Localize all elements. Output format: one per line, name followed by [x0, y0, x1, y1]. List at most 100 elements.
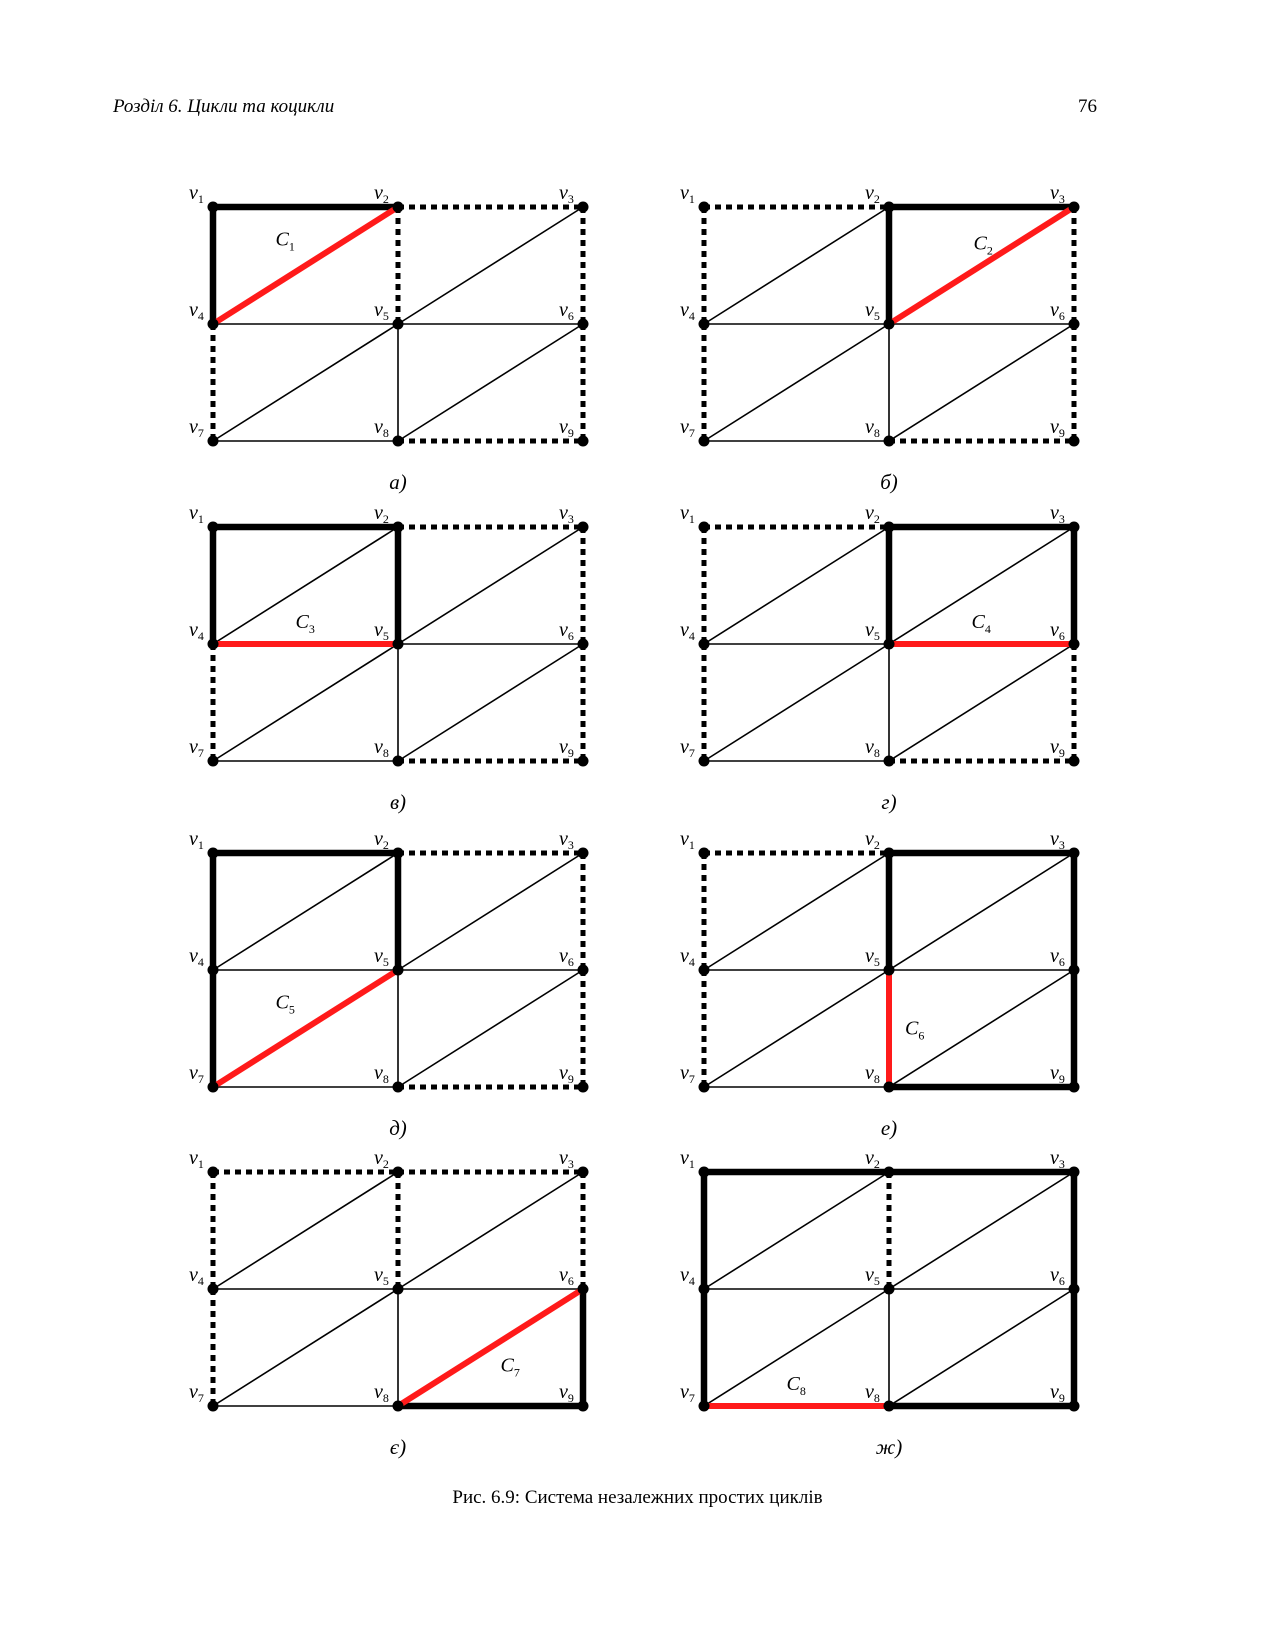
cycle-label: C3: [296, 611, 315, 636]
vertex-label-v1: v1: [189, 502, 204, 526]
panel-label: є): [390, 1435, 406, 1459]
vertex-label-v5: v5: [374, 619, 389, 643]
cycle-label: C8: [787, 1373, 806, 1398]
panel-label: е): [881, 1116, 897, 1140]
thin-edge-v8-v6: [888, 323, 1075, 442]
vertex-dot-v5: [883, 1283, 895, 1295]
vertex-dot-v3: [577, 847, 589, 859]
vertex-dot-v1: [207, 521, 219, 533]
vertex-dot-v2: [392, 201, 404, 213]
vertex-dot-v1: [698, 847, 710, 859]
thin-edge-v4-v2: [212, 852, 399, 971]
cycle-label: C2: [974, 233, 993, 258]
vertex-dot-v7: [207, 755, 219, 767]
vertex-label-v1: v1: [189, 182, 204, 206]
vertex-label-v1: v1: [680, 828, 695, 852]
thin-edge-v5-v3: [397, 526, 584, 645]
thin-edge-v8-v6: [397, 969, 584, 1088]
vertex-dot-v5: [392, 318, 404, 330]
vertex-dot-v8: [883, 1400, 895, 1412]
thin-edge-v7-v5: [212, 643, 399, 762]
vertex-label-v4: v4: [680, 619, 695, 643]
vertex-dot-v5: [392, 1283, 404, 1295]
vertex-label-v9: v9: [1050, 1381, 1065, 1405]
vertex-label-v8: v8: [374, 1381, 389, 1405]
vertex-label-v9: v9: [1050, 416, 1065, 440]
vertex-label-v2: v2: [865, 182, 880, 206]
vertex-label-v6: v6: [1050, 945, 1065, 969]
vertex-dot-v1: [207, 1166, 219, 1178]
vertex-dot-v5: [392, 964, 404, 976]
vertex-label-v6: v6: [559, 619, 574, 643]
page-number: 76: [1078, 96, 1097, 117]
vertex-dot-v8: [392, 1400, 404, 1412]
vertex-label-v8: v8: [865, 736, 880, 760]
vertex-label-v8: v8: [865, 416, 880, 440]
vertex-label-v1: v1: [680, 502, 695, 526]
thin-edge-v7-v5: [703, 643, 890, 762]
panel-label: б): [880, 470, 898, 494]
vertex-dot-v7: [207, 1400, 219, 1412]
vertex-dot-v9: [577, 1081, 589, 1093]
vertex-dot-v9: [577, 1400, 589, 1412]
vertex-dot-v6: [1068, 964, 1080, 976]
vertex-dot-v1: [698, 1166, 710, 1178]
vertex-dot-v2: [883, 201, 895, 213]
vertex-dot-v8: [392, 755, 404, 767]
vertex-dot-v9: [1068, 755, 1080, 767]
vertex-label-v5: v5: [374, 945, 389, 969]
thin-edge-v5-v3: [888, 1171, 1075, 1290]
vertex-label-v5: v5: [865, 619, 880, 643]
vertex-dot-v4: [207, 964, 219, 976]
vertex-label-v2: v2: [374, 828, 389, 852]
thin-edge-v8-v6: [397, 323, 584, 442]
vertex-label-v7: v7: [189, 1381, 204, 1405]
vertex-label-v4: v4: [189, 1264, 204, 1288]
vertex-label-v6: v6: [559, 945, 574, 969]
vertex-dot-v4: [207, 638, 219, 650]
cycle-label: C6: [905, 1018, 924, 1043]
cycle-label: C1: [276, 229, 295, 254]
vertex-label-v3: v3: [1050, 502, 1065, 526]
vertex-dot-v6: [1068, 1283, 1080, 1295]
chord-edge-v8-v6: [396, 1286, 585, 1409]
vertex-label-v6: v6: [1050, 1264, 1065, 1288]
vertex-label-v5: v5: [374, 299, 389, 323]
vertex-dot-v8: [883, 435, 895, 447]
thin-edge-v4-v2: [703, 206, 890, 325]
vertex-dot-v7: [698, 435, 710, 447]
panel-label: г): [881, 790, 896, 814]
vertex-dot-v7: [207, 435, 219, 447]
vertex-dot-v6: [577, 1283, 589, 1295]
vertex-label-v5: v5: [374, 1264, 389, 1288]
vertex-dot-v5: [392, 638, 404, 650]
vertex-dot-v5: [883, 318, 895, 330]
vertex-label-v7: v7: [680, 416, 695, 440]
vertex-label-v9: v9: [559, 1062, 574, 1086]
vertex-dot-v8: [883, 755, 895, 767]
panel-label: в): [390, 790, 406, 814]
vertex-label-v6: v6: [559, 1264, 574, 1288]
vertex-label-v8: v8: [374, 416, 389, 440]
vertex-dot-v6: [577, 964, 589, 976]
chord-edge-v7-v5: [211, 967, 400, 1090]
vertex-dot-v6: [577, 638, 589, 650]
vertex-dot-v3: [1068, 1166, 1080, 1178]
vertex-label-v4: v4: [680, 945, 695, 969]
vertex-dot-v9: [577, 435, 589, 447]
vertex-label-v8: v8: [374, 1062, 389, 1086]
vertex-label-v9: v9: [1050, 1062, 1065, 1086]
vertex-label-v6: v6: [559, 299, 574, 323]
vertex-label-v7: v7: [680, 736, 695, 760]
vertex-dot-v7: [698, 1400, 710, 1412]
vertex-dot-v4: [698, 1283, 710, 1295]
thin-edge-v8-v6: [888, 643, 1075, 762]
vertex-label-v1: v1: [680, 1147, 695, 1171]
vertex-label-v8: v8: [865, 1381, 880, 1405]
vertex-dot-v3: [1068, 201, 1080, 213]
